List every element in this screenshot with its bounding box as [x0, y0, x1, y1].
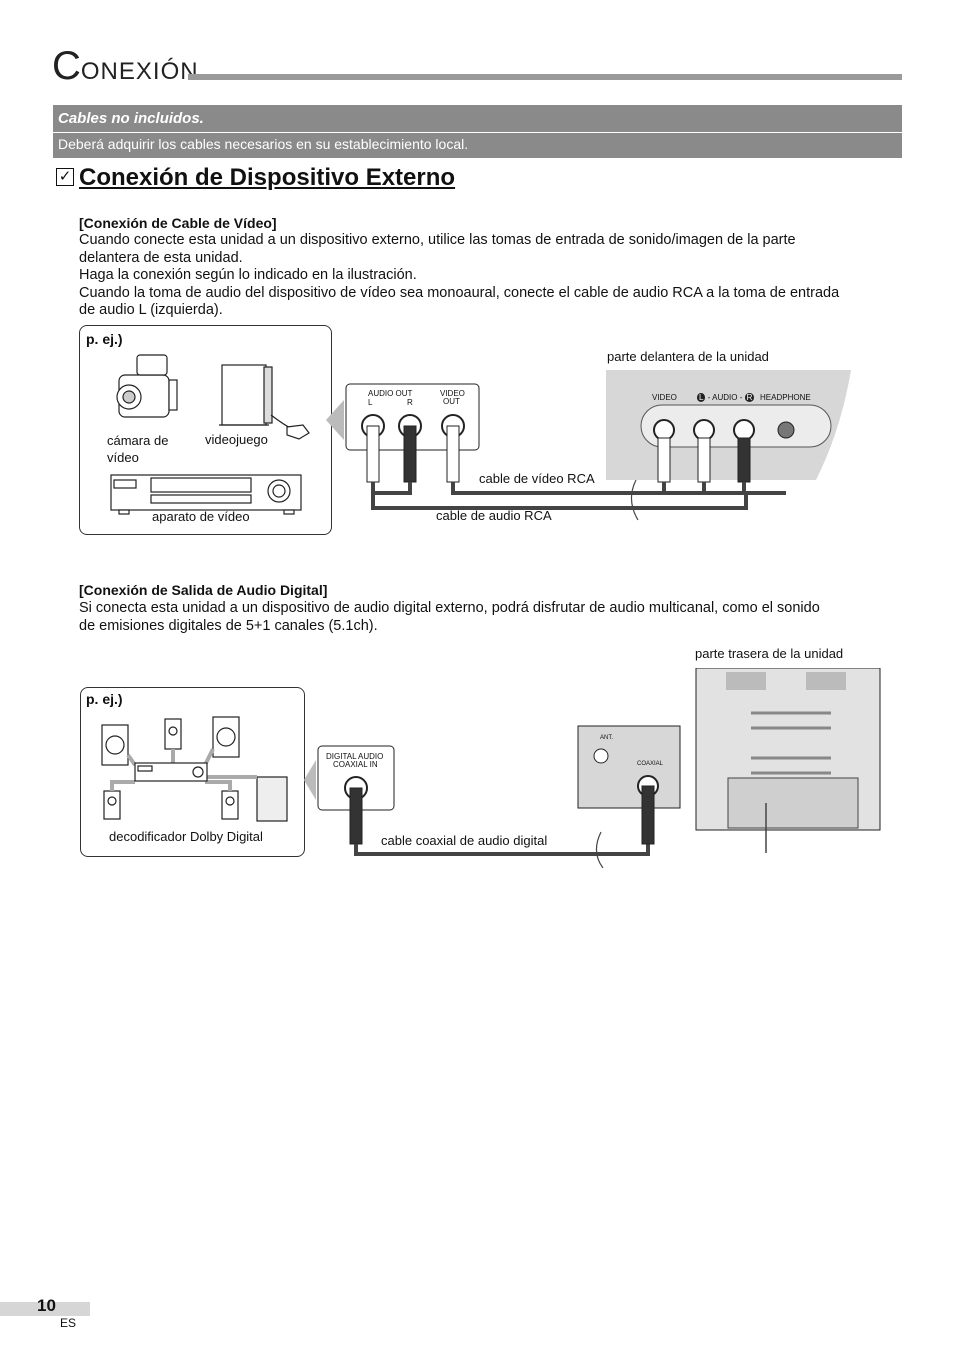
- front-jacks: [653, 419, 795, 441]
- game-console-icon: [219, 364, 310, 440]
- rear-jack-panel: [577, 725, 681, 809]
- audio-cable-line: [371, 493, 626, 510]
- video-cable-line: [451, 482, 626, 495]
- coaxial-cable-line: [354, 844, 596, 856]
- camcorder-label-line: vídeo: [107, 450, 139, 465]
- right-channel-label: R: [407, 398, 413, 407]
- text-line: delantera de esta unidad.: [79, 249, 243, 266]
- decoder-label: decodificador Dolby Digital: [109, 829, 263, 844]
- example-label: p. ej.): [86, 691, 123, 707]
- rca-audio-cable-label: cable de audio RCA: [436, 508, 552, 523]
- ant-label: ANT.: [600, 735, 614, 741]
- video-out-label-1: VIDEO: [440, 389, 465, 398]
- wire-lines: [110, 748, 257, 791]
- coaxial-plug-left: [349, 787, 363, 845]
- right-badge: R: [744, 393, 755, 402]
- cables-notice-text: Deberá adquirir los cables necesarios en…: [58, 136, 469, 152]
- pointer-arrow-icon: [326, 400, 344, 440]
- front-audio-label: L - AUDIO - R: [697, 393, 755, 402]
- vcr-icon: [110, 474, 302, 515]
- camcorder-label-line: cámara de: [107, 433, 169, 448]
- text-line: Haga la conexión según lo indicado en la…: [79, 267, 417, 283]
- front-video-label: VIDEO: [652, 393, 677, 402]
- left-channel-label: L: [368, 398, 373, 407]
- decoder-illustration: [101, 716, 288, 822]
- example-label: p. ej.): [86, 331, 123, 347]
- cable-break-icon: [630, 479, 639, 521]
- video-out-label-2: OUT: [443, 397, 460, 406]
- pointer-arrow-icon: [304, 760, 316, 800]
- audio-out-label: AUDIO OUT: [368, 389, 413, 398]
- page-header-title: CONEXIÓN: [52, 46, 199, 92]
- external-devices-illustration: [110, 354, 310, 515]
- coaxial-connection-diagram: [304, 668, 881, 868]
- cables-notice-divider: [53, 132, 902, 133]
- cables-notice-box: [53, 105, 902, 158]
- checkbox-icon: ✓: [56, 168, 74, 186]
- game-label: videojuego: [205, 432, 268, 447]
- video-cable-heading: [Conexión de Cable de Vídeo]: [79, 215, 277, 231]
- video-cable-paragraph: Cuando conecte esta unidad a un disposit…: [79, 232, 904, 320]
- digital-audio-heading: [Conexión de Salida de Audio Digital]: [79, 582, 328, 598]
- coaxial-plug-right: [641, 785, 655, 845]
- digital-audio-paragraph: Si conecta esta unidad a un dispositivo …: [79, 600, 904, 635]
- digital-audio-in-label-1: DIGITAL AUDIO: [326, 752, 384, 761]
- cable-break-icon: [595, 831, 604, 868]
- header-initial: C: [52, 44, 81, 88]
- digital-audio-in-label-2: COAXIAL IN: [333, 760, 378, 769]
- rear-of-unit-label: parte trasera de la unidad: [695, 646, 844, 661]
- coaxial-label: COAXIAL: [637, 761, 664, 767]
- headphone-label: HEADPHONE: [760, 393, 811, 402]
- av-receiver-icon: [134, 762, 208, 782]
- front-audio-text: - AUDIO -: [707, 393, 743, 402]
- language-code: ES: [60, 1316, 77, 1330]
- text-line: de audio L (izquierda).: [79, 302, 223, 318]
- text-line: de emisiones digitales de 5+1 canales (5…: [79, 617, 378, 634]
- header-rest: ONEXIÓN: [80, 58, 199, 85]
- plugs-left: [366, 425, 460, 483]
- camcorder-label: cámara de vídeo: [107, 432, 168, 466]
- rca-connection-diagram: [326, 370, 851, 521]
- text-line: Si conecta esta unidad a un dispositivo …: [79, 600, 820, 616]
- text-line: Cuando conecte esta unidad a un disposit…: [79, 232, 796, 248]
- cables-notice-title: Cables no incluidos.: [58, 110, 204, 127]
- coaxial-cable-label: cable coaxial de audio digital: [381, 833, 548, 848]
- text-line: Cuando la toma de audio del dispositivo …: [79, 284, 840, 301]
- example-decoder-box: [80, 687, 305, 857]
- section-title: Conexión de Dispositivo Externo: [79, 164, 456, 191]
- vcr-label: aparato de vídeo: [152, 509, 250, 524]
- header-rule: [188, 74, 902, 80]
- page-number: 10: [37, 1296, 56, 1315]
- rca-video-cable-label: cable de vídeo RCA: [479, 471, 595, 486]
- page-number-bar: [0, 1302, 90, 1316]
- camcorder-icon: [116, 354, 178, 418]
- left-badge: L: [697, 393, 706, 402]
- front-of-unit-label: parte delantera de la unidad: [607, 349, 769, 364]
